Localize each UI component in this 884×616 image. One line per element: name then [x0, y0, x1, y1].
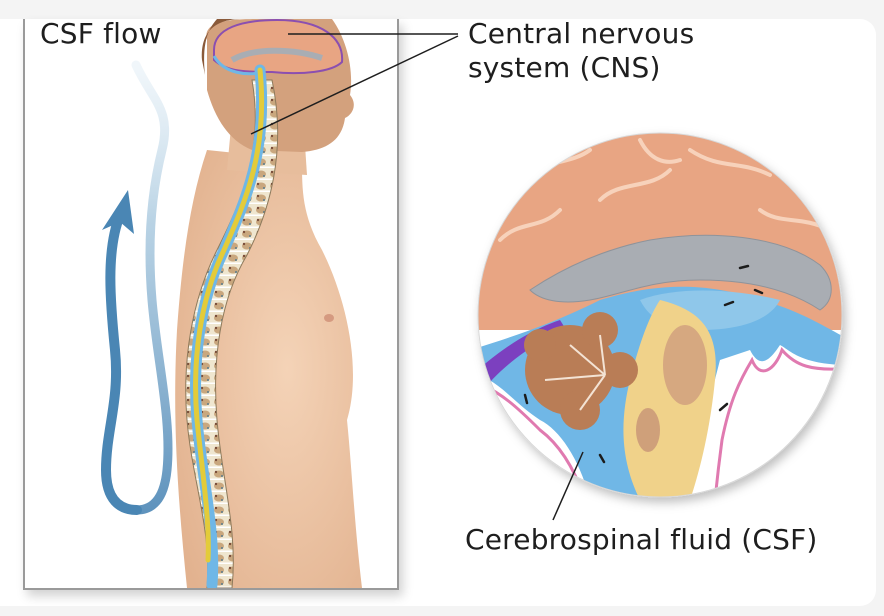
flow-arrow-head-icon: [102, 190, 134, 234]
label-cns-line1: Central nervous: [468, 17, 695, 50]
flow-arrow-shaft: [100, 210, 142, 515]
spinal-cord: [193, 67, 265, 563]
spine: [185, 79, 279, 588]
label-cns-line2: system (CNS): [468, 51, 661, 84]
label-cns: Central nervous system (CNS): [468, 17, 694, 85]
flow-arrow-tail: [131, 60, 173, 515]
body-panel: [23, 19, 399, 590]
label-csf-flow: CSF flow: [40, 17, 162, 50]
label-csf: Cerebrospinal fluid (CSF): [465, 523, 818, 556]
body-illustration: [100, 19, 362, 588]
